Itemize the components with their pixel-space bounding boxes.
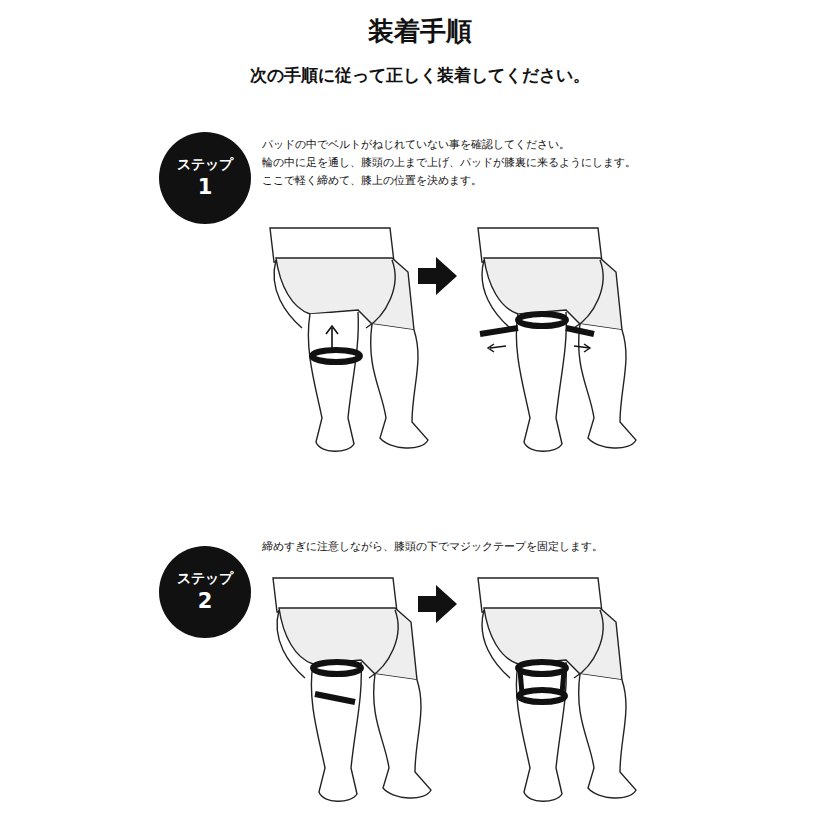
step-label: ステップ <box>177 156 233 174</box>
panel <box>273 578 431 801</box>
panel <box>270 228 428 451</box>
strap <box>315 694 355 702</box>
step-arrow <box>418 257 457 295</box>
knee-band <box>313 662 361 674</box>
step-circle: ステップ2 <box>159 546 251 638</box>
knee-band <box>518 662 566 674</box>
instruction-text: ここで軽く締めて、膝上の位置を決めます。 <box>262 173 482 188</box>
knee-band <box>518 314 566 326</box>
step-label: ステップ <box>177 570 233 588</box>
seated-figure <box>478 578 636 801</box>
instruction-text: 締めすぎに注意しながら、膝頭の下でマジックテープを固定します。 <box>262 539 603 554</box>
subtitle: 次の手順に従って正しく装着してください。 <box>0 64 840 87</box>
seated-figure <box>273 578 431 801</box>
seated-figure <box>478 228 636 451</box>
panel <box>478 228 636 451</box>
knee-band <box>312 350 360 362</box>
instruction-text: 輪の中に足を通し、膝頭の上まで上げ、パッドが膝裏に来るようにします。 <box>262 155 636 170</box>
step-number: 2 <box>198 588 213 614</box>
step-number: 1 <box>198 174 213 200</box>
direction-arrow <box>326 326 338 348</box>
knee-band <box>519 690 565 702</box>
strap <box>480 328 594 334</box>
knee-pad <box>520 670 564 694</box>
step-arrow <box>418 585 457 623</box>
step-circle: ステップ1 <box>159 132 251 224</box>
panel <box>478 578 636 801</box>
instruction-text: パッドの中でベルトがねじれていない事を確認してください。 <box>262 137 570 152</box>
title: 装着手順 <box>0 14 840 49</box>
seated-figure <box>270 228 428 451</box>
direction-arrow <box>488 344 590 352</box>
